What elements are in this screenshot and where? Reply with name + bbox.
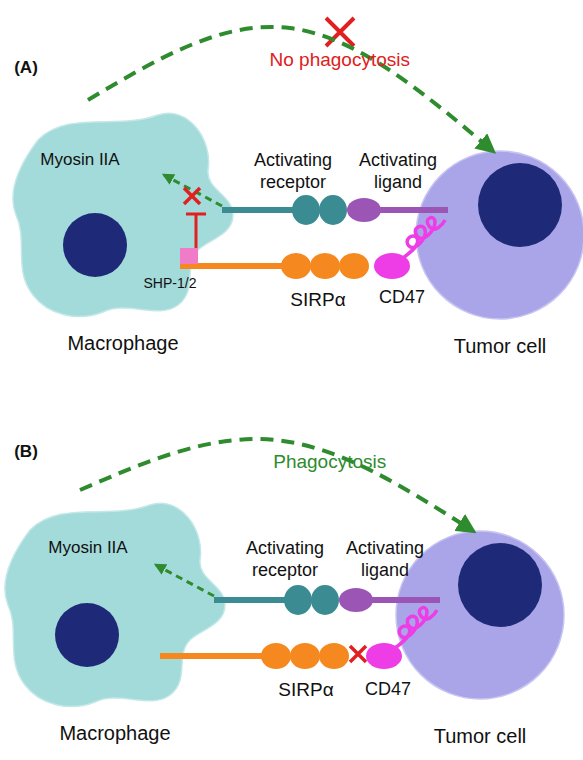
phagocytosis-arrow	[80, 439, 472, 530]
macrophage-cell: Macrophage	[0, 490, 230, 712]
cell-outline	[8, 100, 238, 322]
nucleus	[55, 603, 119, 667]
macrophage-body	[5, 503, 225, 706]
tumor-cell-body	[396, 531, 564, 699]
sirpa-domain	[281, 253, 311, 279]
protein-name: Activating receptor	[243, 150, 343, 193]
panel-letter: (A)	[0, 58, 56, 78]
cell-outline	[395, 530, 565, 700]
nucleus	[458, 543, 542, 627]
protein-name: SIRPα	[273, 289, 363, 312]
sirpa-domain	[290, 643, 320, 669]
block-cross	[350, 646, 366, 662]
tumor-cell: Tumor cell	[415, 150, 583, 320]
edge-label: Phagocytosis	[273, 451, 386, 473]
sirpa-domain	[339, 253, 369, 279]
sirpa-stalk	[160, 653, 264, 659]
panel-letter: (B)	[0, 442, 56, 462]
cell-name: Tumor cell	[415, 335, 583, 358]
nucleus	[478, 163, 562, 247]
cell-outline	[0, 490, 230, 712]
protein-name: SIRPα	[261, 679, 351, 702]
cell-name: Macrophage	[8, 332, 238, 355]
block-cross	[326, 18, 354, 46]
phagocytosis-arrow	[88, 27, 492, 150]
sirpa-stalk	[180, 263, 284, 269]
sirpa-domain	[310, 253, 340, 279]
protein-set	[164, 175, 448, 279]
nucleus	[63, 213, 127, 277]
shp-phosphatase	[180, 248, 198, 264]
cell-outline	[415, 150, 583, 320]
protein-name: CD47	[348, 679, 428, 701]
protein-set	[156, 565, 440, 669]
inhibition-bar	[186, 213, 206, 216]
tumor-cell: Tumor cell	[395, 530, 565, 700]
edge-label: No phagocytosis	[270, 49, 410, 71]
inhibition-line	[195, 214, 198, 250]
macrophage-cell: Macrophage	[8, 100, 238, 322]
tumor-cell-body	[416, 151, 583, 319]
sirpa-domain	[261, 643, 291, 669]
macrophage-body	[13, 113, 233, 316]
block-cross	[184, 188, 200, 204]
cell-name: Tumor cell	[395, 725, 565, 748]
protein-name: CD47	[362, 287, 442, 309]
protein-name: Activating receptor	[235, 538, 335, 581]
cell-name: Macrophage	[0, 722, 230, 745]
sirpa-domain	[319, 643, 349, 669]
